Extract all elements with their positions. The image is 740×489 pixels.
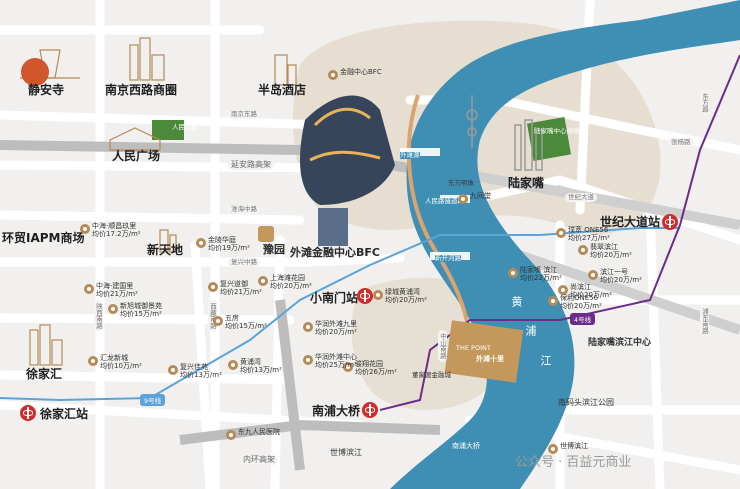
price-marker-icon	[458, 194, 468, 204]
price-label: 骏翔花园 均价26万/m²	[355, 360, 397, 377]
price-marker-icon	[343, 362, 353, 372]
price-label: 上海滩花园 均价20万/m²	[270, 274, 312, 291]
label-xintiandi: 新天地	[147, 243, 184, 257]
price-marker-icon	[556, 228, 566, 238]
price-label: 东九人民医院	[238, 428, 280, 436]
label-yuyuan: 豫园	[263, 243, 285, 256]
label-lujiazui: 陆家嘴	[508, 176, 545, 190]
label-bund-source: 外滩源	[400, 151, 420, 159]
road-dongfang: 东方路	[700, 90, 709, 116]
label-nanjing-west: 南京西路商圈	[105, 83, 178, 97]
label-nanmatou: 南码头滨江公园	[558, 398, 614, 407]
price-marker-icon	[373, 290, 383, 300]
price-label: 金融中心BFC	[340, 68, 382, 76]
price-marker-icon	[258, 276, 268, 286]
price-marker-icon	[228, 360, 238, 370]
price-label: 中海·顺昌玖里 均价17.2万/m²	[92, 222, 141, 239]
price-label: 汇龙新城 均价10万/m²	[100, 354, 142, 371]
label-lujiazui-green: 陆家嘴中心绿地	[534, 127, 580, 135]
price-marker-icon	[303, 355, 313, 365]
price-label: 九间堂	[470, 192, 491, 200]
river-south-bridge: 南浦大桥	[452, 442, 480, 450]
metro-icon	[20, 405, 36, 421]
road-pudong-south: 浦东南路	[700, 305, 709, 337]
label-xujiahui: 徐家汇	[26, 367, 63, 381]
price-label: 陆家嘴·滨江 均价22万/m²	[520, 266, 562, 283]
station-century-ave: 世纪大道站	[600, 215, 661, 229]
price-marker-icon	[88, 356, 98, 366]
station-nanpu-bridge: 南浦大桥	[312, 404, 361, 418]
price-label: 五房 均价15万/m²	[225, 314, 267, 331]
price-marker-icon	[208, 282, 218, 292]
price-label: 中海·建国里 均价21万/m²	[96, 282, 138, 299]
road-fuxing: 复兴中路	[228, 258, 260, 267]
station-xiaonanmen: 小南门站	[310, 291, 359, 305]
price-marker-icon	[328, 70, 338, 80]
road-zhangyang: 张杨路	[668, 138, 694, 147]
price-label: 华润外滩九里 均价20万/m²	[315, 320, 357, 337]
road-shaanxi-south: 陕西南路	[94, 300, 103, 332]
label-dongfang-ming: 东方明珠	[448, 179, 474, 187]
project-name-cn: 外滩十里	[476, 355, 504, 363]
price-label: 滨江一号 均价20万/m²	[600, 268, 642, 285]
price-label: 绿城黄浦湾 均价20万/m²	[385, 288, 427, 305]
line4-tag: 4号线	[570, 313, 596, 325]
river-jiang: 江	[539, 355, 552, 366]
price-marker-icon	[508, 268, 518, 278]
label-huanmao: 环贸IAPM商场	[2, 231, 85, 245]
price-label: 金陵华庭 均价19万/m²	[208, 236, 250, 253]
price-label: 新旭城御景苑 均价15万/m²	[120, 302, 162, 319]
price-marker-icon	[84, 284, 94, 294]
station-xujiahui: 徐家汇站	[40, 407, 89, 421]
road-huaihai: 淮海中路	[228, 205, 260, 214]
river-huang: 黄	[510, 296, 523, 307]
price-marker-icon	[558, 285, 568, 295]
road-inner-ring: 内环高架	[240, 455, 278, 465]
price-marker-icon	[303, 322, 313, 332]
price-label: 尚滨江 均价20万/m²	[570, 283, 612, 300]
river-pu: 浦	[524, 325, 537, 336]
label-people-park: 人民公园	[172, 123, 198, 131]
price-marker-icon	[108, 304, 118, 314]
label-peninsula: 半岛酒店	[258, 83, 307, 97]
price-label: 世博滨江	[560, 442, 588, 450]
price-marker-icon	[588, 270, 598, 280]
price-label: 复兴道御 均价21万/m²	[220, 280, 262, 297]
metro-icon	[362, 402, 378, 418]
label-tunnel: 人民路隧道	[425, 197, 458, 205]
price-label: 璞萃 ONE56 均价27万/m²	[568, 226, 610, 243]
label-lujiazui-riverside: 陆家嘴滨江中心	[588, 338, 652, 348]
price-marker-icon	[80, 224, 90, 234]
road-century-avenue: 世纪大道	[565, 193, 597, 202]
label-xinkai: 新开河路	[435, 254, 461, 262]
price-marker-icon	[196, 238, 206, 248]
label-people-square: 人民广场	[112, 149, 161, 163]
price-label: 华润外滩中心 均价25万/m²	[315, 353, 357, 370]
watermark: 公众号 · 百益元商业	[515, 455, 632, 470]
label-jingan: 静安寺	[28, 83, 65, 97]
price-marker-icon	[578, 245, 588, 255]
road-yanan: 延安路高架	[228, 160, 274, 170]
price-label: 保利ONE56 均价20万/m²	[560, 294, 602, 311]
price-marker-icon	[548, 296, 558, 306]
price-marker-icon	[168, 365, 178, 375]
label-dongjiadu: 董家渡金融城	[412, 371, 451, 379]
road-xizang-south: 西藏南路	[208, 300, 217, 332]
price-marker-icon	[548, 444, 558, 454]
price-marker-icon	[226, 430, 236, 440]
price-label: 复兴佳苑 均价13万/m²	[180, 363, 222, 380]
metro-icon	[662, 214, 678, 230]
road-zhongshan-south: 中山南路	[438, 330, 447, 362]
metro-icon	[357, 288, 373, 304]
line9-tag: 9号线	[140, 394, 166, 406]
price-label: 黄浦湾 均价13万/m²	[240, 358, 282, 375]
label-bfc: 外滩金融中心BFC	[290, 246, 380, 259]
price-marker-icon	[213, 316, 223, 326]
project-name-en: THE POINT	[456, 344, 491, 352]
label-shibo: 世博滨江	[330, 448, 362, 457]
road-nanjing-east: 南京东路	[228, 110, 260, 119]
price-label: 翡翠滨江 均价20万/m²	[590, 243, 632, 260]
